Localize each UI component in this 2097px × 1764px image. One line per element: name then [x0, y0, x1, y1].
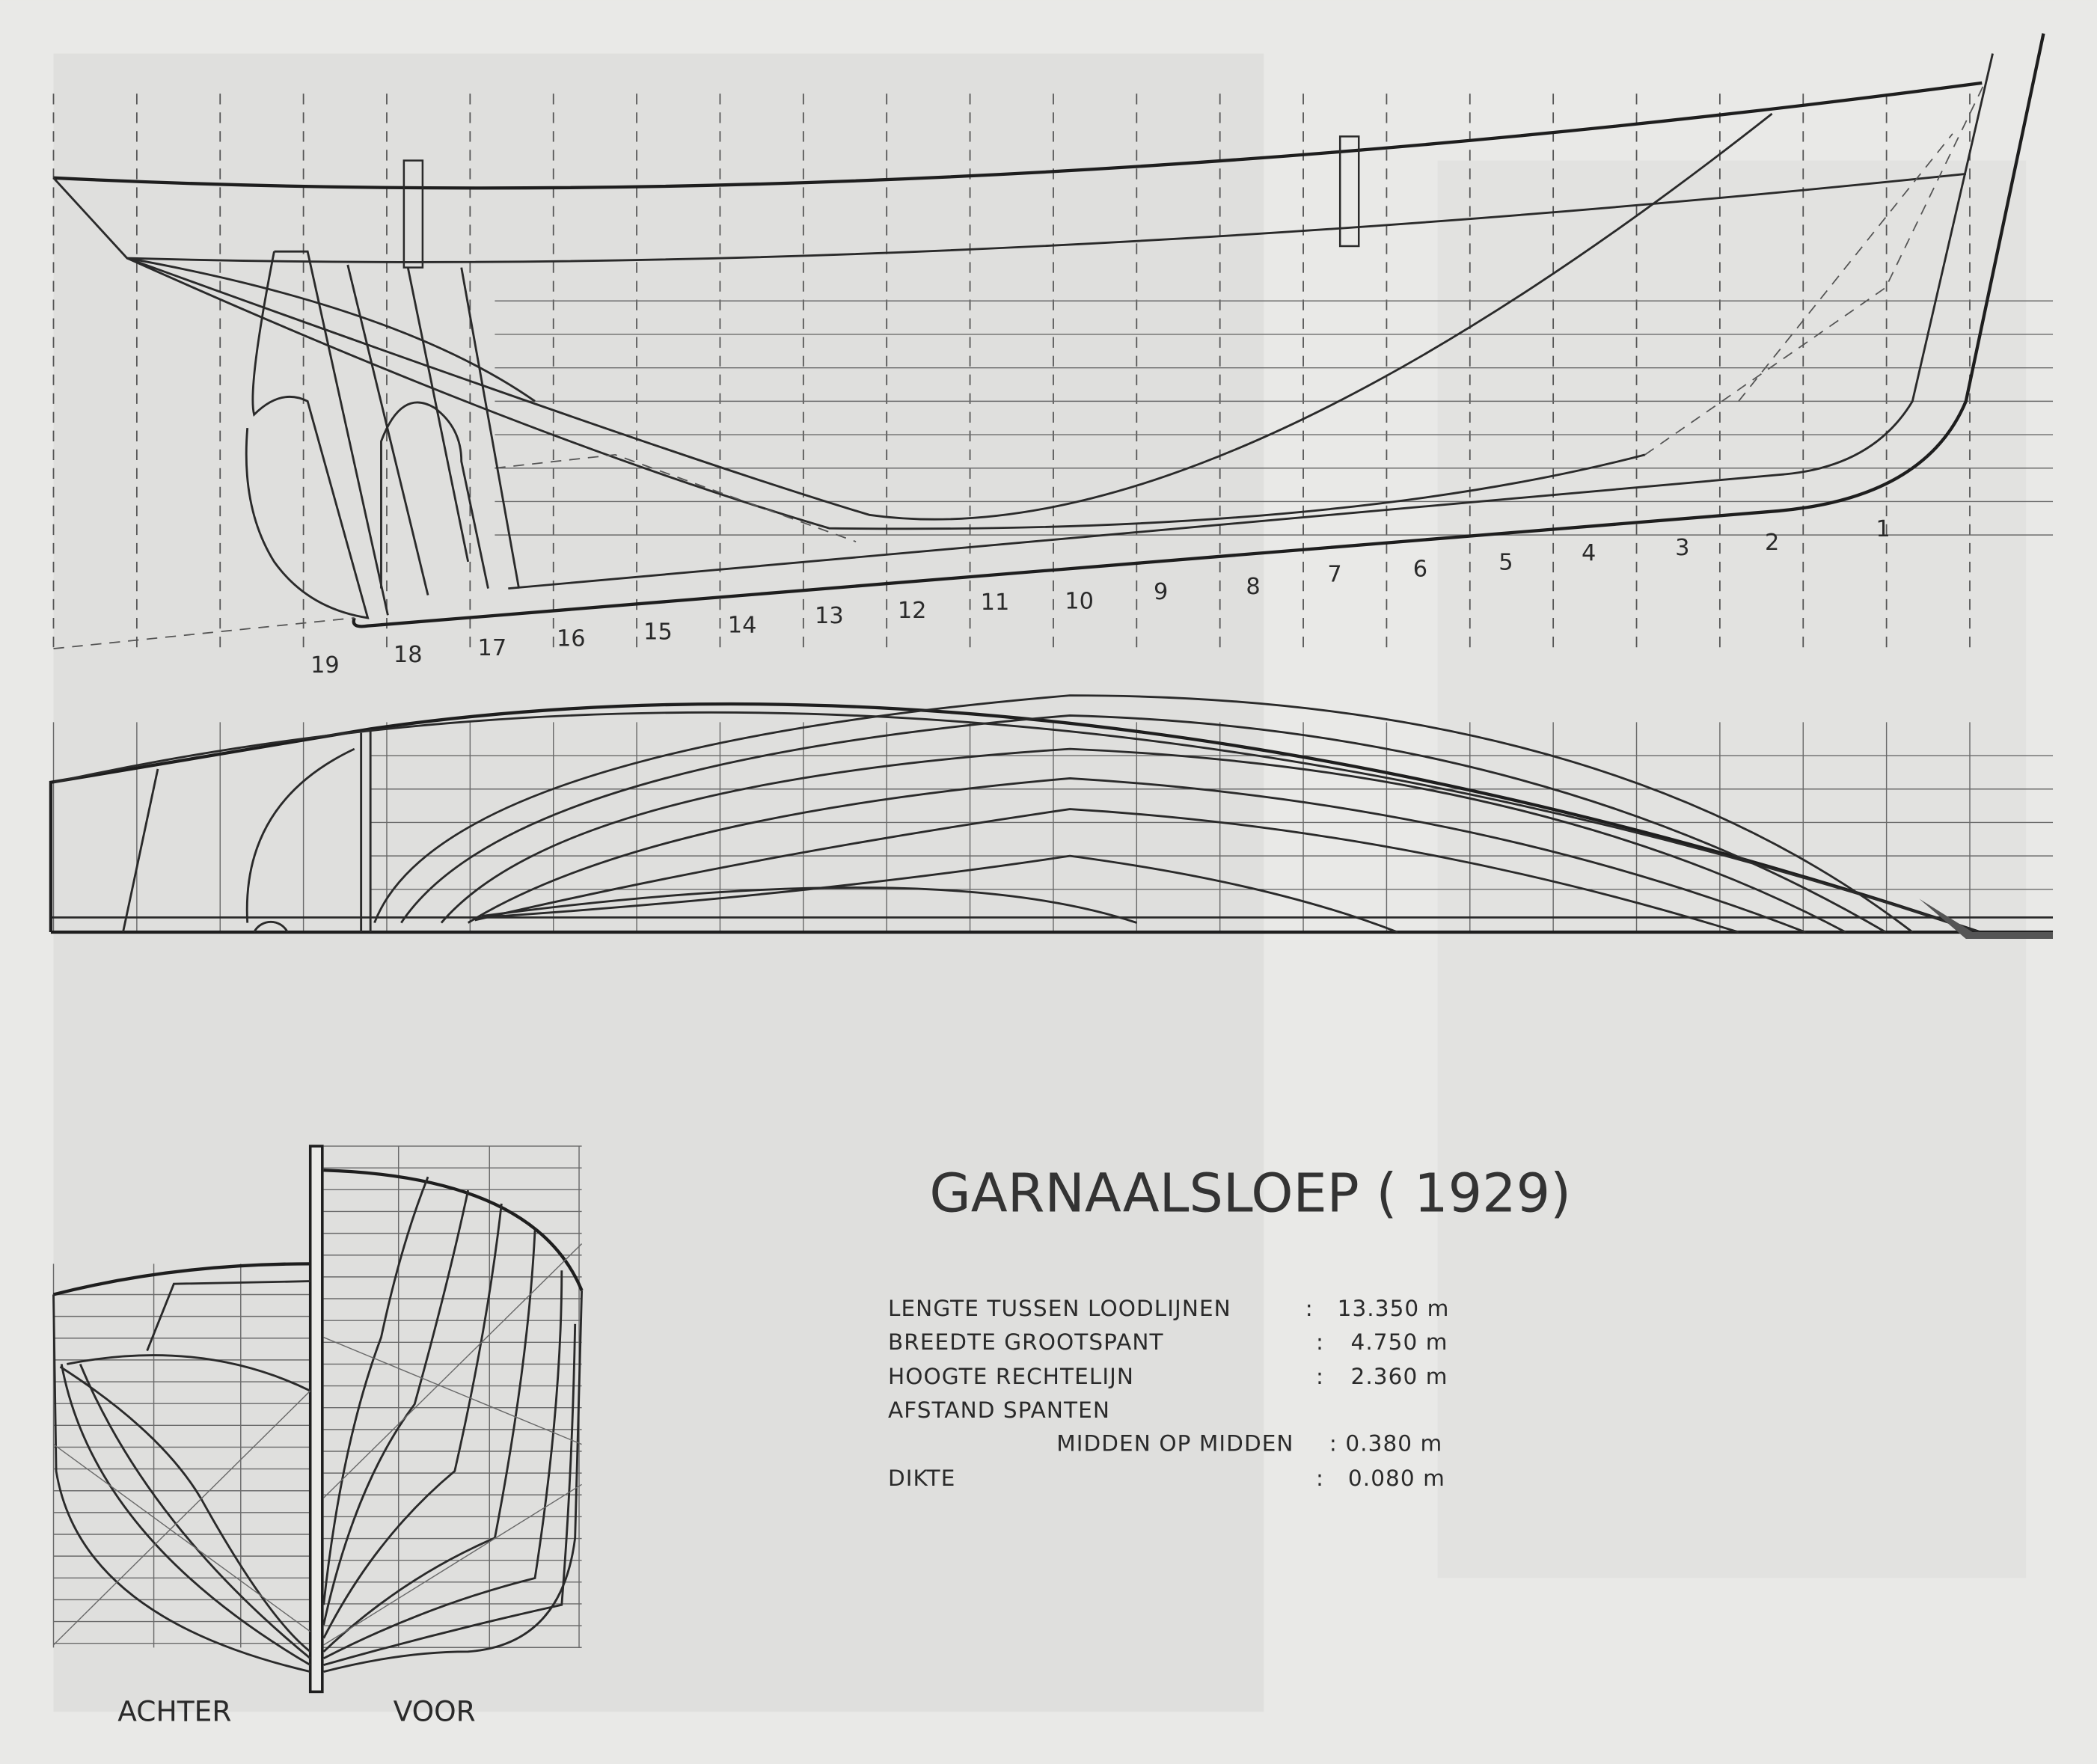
station-number: 8	[1246, 574, 1260, 600]
spec-label: DIKTE	[888, 1466, 955, 1491]
station-number: 16	[557, 625, 586, 652]
spec-sep: :	[1305, 1296, 1314, 1321]
station-number: 4	[1582, 540, 1596, 566]
spec-value: 0.080 m	[1348, 1466, 1445, 1491]
spec-label: BREEDTE GROOTSPANT	[888, 1329, 1164, 1355]
specifications: LENGTE TUSSEN LOODLIJNEN : 13.350 m BREE…	[888, 1296, 1450, 1491]
station-number: 1	[1876, 516, 1890, 542]
station-number: 17	[478, 635, 507, 661]
body-plan-label-voor: VOOR	[394, 1695, 476, 1728]
body-plan	[52, 1145, 584, 1694]
spec-sep: :	[1329, 1431, 1338, 1457]
station-number: 12	[898, 598, 927, 624]
half-breadth-plan	[49, 694, 2054, 939]
spec-value: 13.350 m	[1338, 1296, 1450, 1321]
station-number: 10	[1065, 588, 1094, 614]
spec-sep: :	[1316, 1466, 1324, 1491]
station-number: 7	[1327, 562, 1341, 588]
station-number: 9	[1154, 579, 1168, 605]
station-number: 15	[643, 619, 673, 646]
profile-view	[52, 33, 2054, 649]
station-number: 13	[815, 603, 844, 629]
station-number: 18	[394, 642, 423, 668]
spec-label: HOOGTE RECHTELIJN	[888, 1364, 1134, 1389]
station-number: 5	[1498, 550, 1513, 576]
station-number: 3	[1675, 535, 1689, 561]
spec-label: MIDDEN OP MIDDEN	[1056, 1431, 1294, 1457]
station-number: 11	[981, 589, 1010, 616]
page-shade	[53, 53, 1264, 1712]
spec-label: AFSTAND SPANTEN	[888, 1397, 1110, 1423]
spec-value: 4.750 m	[1351, 1329, 1448, 1355]
station-number: 19	[310, 652, 340, 679]
station-number: 6	[1413, 557, 1427, 583]
station-number: 2	[1765, 530, 1779, 556]
spec-value: 0.380 m	[1345, 1431, 1442, 1457]
spec-sep: :	[1316, 1329, 1324, 1355]
drawing-title: GARNAALSLOEP ( 1929)	[929, 1163, 1571, 1225]
spec-value: 2.360 m	[1351, 1364, 1448, 1389]
spec-label: LENGTE TUSSEN LOODLIJNEN	[888, 1296, 1231, 1321]
spec-sep: :	[1316, 1364, 1324, 1389]
station-number: 14	[728, 613, 757, 639]
body-plan-label-achter: ACHTER	[117, 1695, 231, 1728]
